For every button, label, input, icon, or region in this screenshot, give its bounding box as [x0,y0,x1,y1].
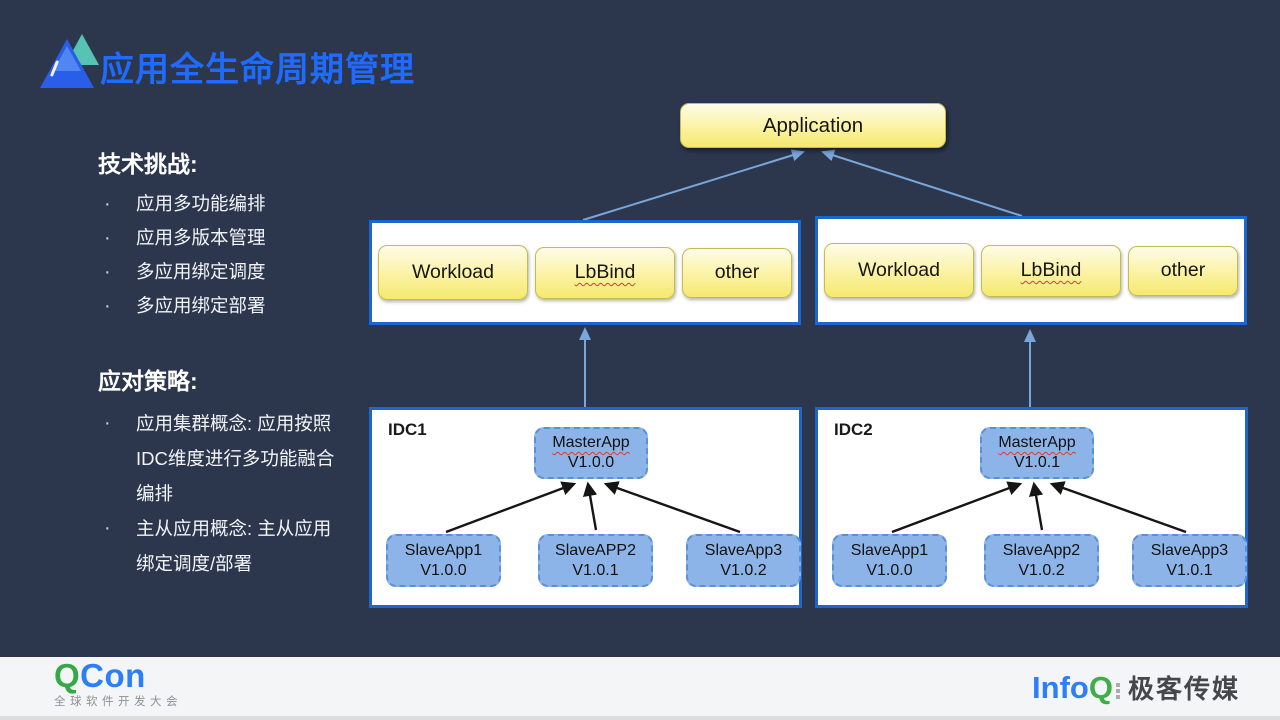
infoq-vertical-mark [1115,682,1120,699]
page-title: 应用全生命周期管理 [100,51,415,89]
masterapp-version: V1.0.1 [1013,454,1061,471]
application-box: Application [680,103,946,148]
strategy-item: · 主从应用概念: 主从应用 绑定调度/部署 [98,511,398,581]
slaveapp-version: V1.0.0 [420,561,467,579]
masterapp-version: V1.0.0 [567,454,615,471]
idc2-label: IDC2 [834,420,873,439]
slaveapp-name: SlaveAPP2 [555,541,636,559]
other-label: other [714,261,760,283]
workload-box: Workload [378,245,528,300]
masterapp-node: MasterApp V1.0.1 [980,427,1094,479]
idc1-label: IDC1 [388,420,427,439]
slaveapp-name: SlaveApp1 [404,541,483,559]
slaveapp-version: V1.0.1 [572,561,619,579]
qcon-tagline: 全球软件开发大会 [54,696,182,708]
strategy-line: 主从应用概念: 主从应用 [136,518,332,539]
challenge-item: · 应用多功能编排 [98,187,388,221]
slaveapp-node: SlaveApp1 V1.0.0 [386,534,501,587]
challenge-text: 多应用绑定部署 [136,295,266,316]
masterapp-node: MasterApp V1.0.0 [534,427,648,479]
workload-box: Workload [824,243,974,298]
idc1-box: IDC1 MasterApp V1.0.0 SlaveApp1 V1.0.0 S… [369,407,802,608]
lbbind-box: LbBind [981,244,1121,297]
other-box: other [682,247,792,298]
qcon-con: Con [80,657,146,694]
bullet-icon: · [104,227,111,249]
slaveapp-version: V1.0.1 [1166,561,1213,579]
infoq-wordmark: InfoQ [1032,669,1113,705]
qcon-q: Q [54,657,81,694]
slaveapp-node: SlaveApp1 V1.0.0 [832,534,947,587]
slaveapp-version: V1.0.2 [1018,561,1065,579]
strategy-line: 编排 [136,483,174,504]
challenge-item: · 多应用绑定调度 [98,255,388,289]
other-label: other [1160,259,1206,281]
slaveapp-node: SlaveApp3 V1.0.1 [1132,534,1247,587]
qcon-logo: QCon 全球软件开发大会 [54,657,182,709]
other-box: other [1128,245,1238,296]
challenge-text: 应用多功能编排 [136,193,266,214]
infoq-logo: InfoQ 极客传媒 [1032,669,1240,706]
footer: QCon 全球软件开发大会 InfoQ 极客传媒 [0,657,1280,720]
application-label: Application [762,113,864,137]
slaveapp-node: SlaveApp3 V1.0.2 [686,534,801,587]
workload-label: Workload [411,261,494,283]
strategies-heading: 应对策略: [98,368,198,394]
strategy-item: · 应用集群概念: 应用按照 IDC维度进行多功能融合 编排 [98,406,398,511]
bullet-icon: · [104,261,111,283]
infoq-q: Q [1088,669,1113,705]
workload-label: Workload [857,259,940,281]
strategy-line: 绑定调度/部署 [136,553,253,574]
infoq-info: Info [1032,669,1089,705]
lbbind-label: LbBind [574,261,636,283]
challenges-section: 技术挑战: · 应用多功能编排 · 应用多版本管理 · 多应用绑定调度 · 多应用绑定部… [98,145,388,323]
slaveapp-node: SlaveAPP2 V1.0.1 [538,534,653,587]
lbbind-box: LbBind [535,246,675,299]
slaveapp-version: V1.0.0 [866,561,913,579]
slaveapp-name: SlaveApp3 [1150,541,1229,559]
logo-inner-triangle [53,46,81,71]
strategy-line: IDC维度进行多功能融合 [136,448,335,469]
lbbind-label: LbBind [1020,259,1082,281]
challenge-item: · 多应用绑定部署 [98,289,388,323]
masterapp-name: MasterApp [552,434,630,451]
bullet-icon: · [104,412,111,434]
slaveapp-version: V1.0.2 [720,561,767,579]
company-logo-icon [40,34,104,90]
slaveapp-name: SlaveApp3 [704,541,783,559]
strategies-section: 应对策略: · 应用集群概念: 应用按照 IDC维度进行多功能融合 编排 · 主… [98,362,398,581]
challenge-text: 多应用绑定调度 [136,261,266,282]
strategy-line: 应用集群概念: 应用按照 [136,413,332,434]
bullet-icon: · [104,517,111,539]
challenge-item: · 应用多版本管理 [98,221,388,255]
challenges-heading: 技术挑战: [98,151,198,177]
function-group-box-2: Workload LbBind other [815,216,1247,325]
infoq-brand: 极客传媒 [1127,674,1240,704]
bullet-icon: · [104,295,111,317]
slaveapp-node: SlaveApp2 V1.0.2 [984,534,1099,587]
slaveapp-name: SlaveApp2 [1002,541,1081,559]
slaveapp-name: SlaveApp1 [850,541,929,559]
qcon-wordmark: QCon [54,657,182,694]
idc2-box: IDC2 MasterApp V1.0.1 SlaveApp1 V1.0.0 S… [815,407,1248,608]
masterapp-name: MasterApp [998,434,1076,451]
bullet-icon: · [104,193,111,215]
function-group-box-1: Workload LbBind other [369,220,801,325]
challenge-text: 应用多版本管理 [136,227,266,248]
